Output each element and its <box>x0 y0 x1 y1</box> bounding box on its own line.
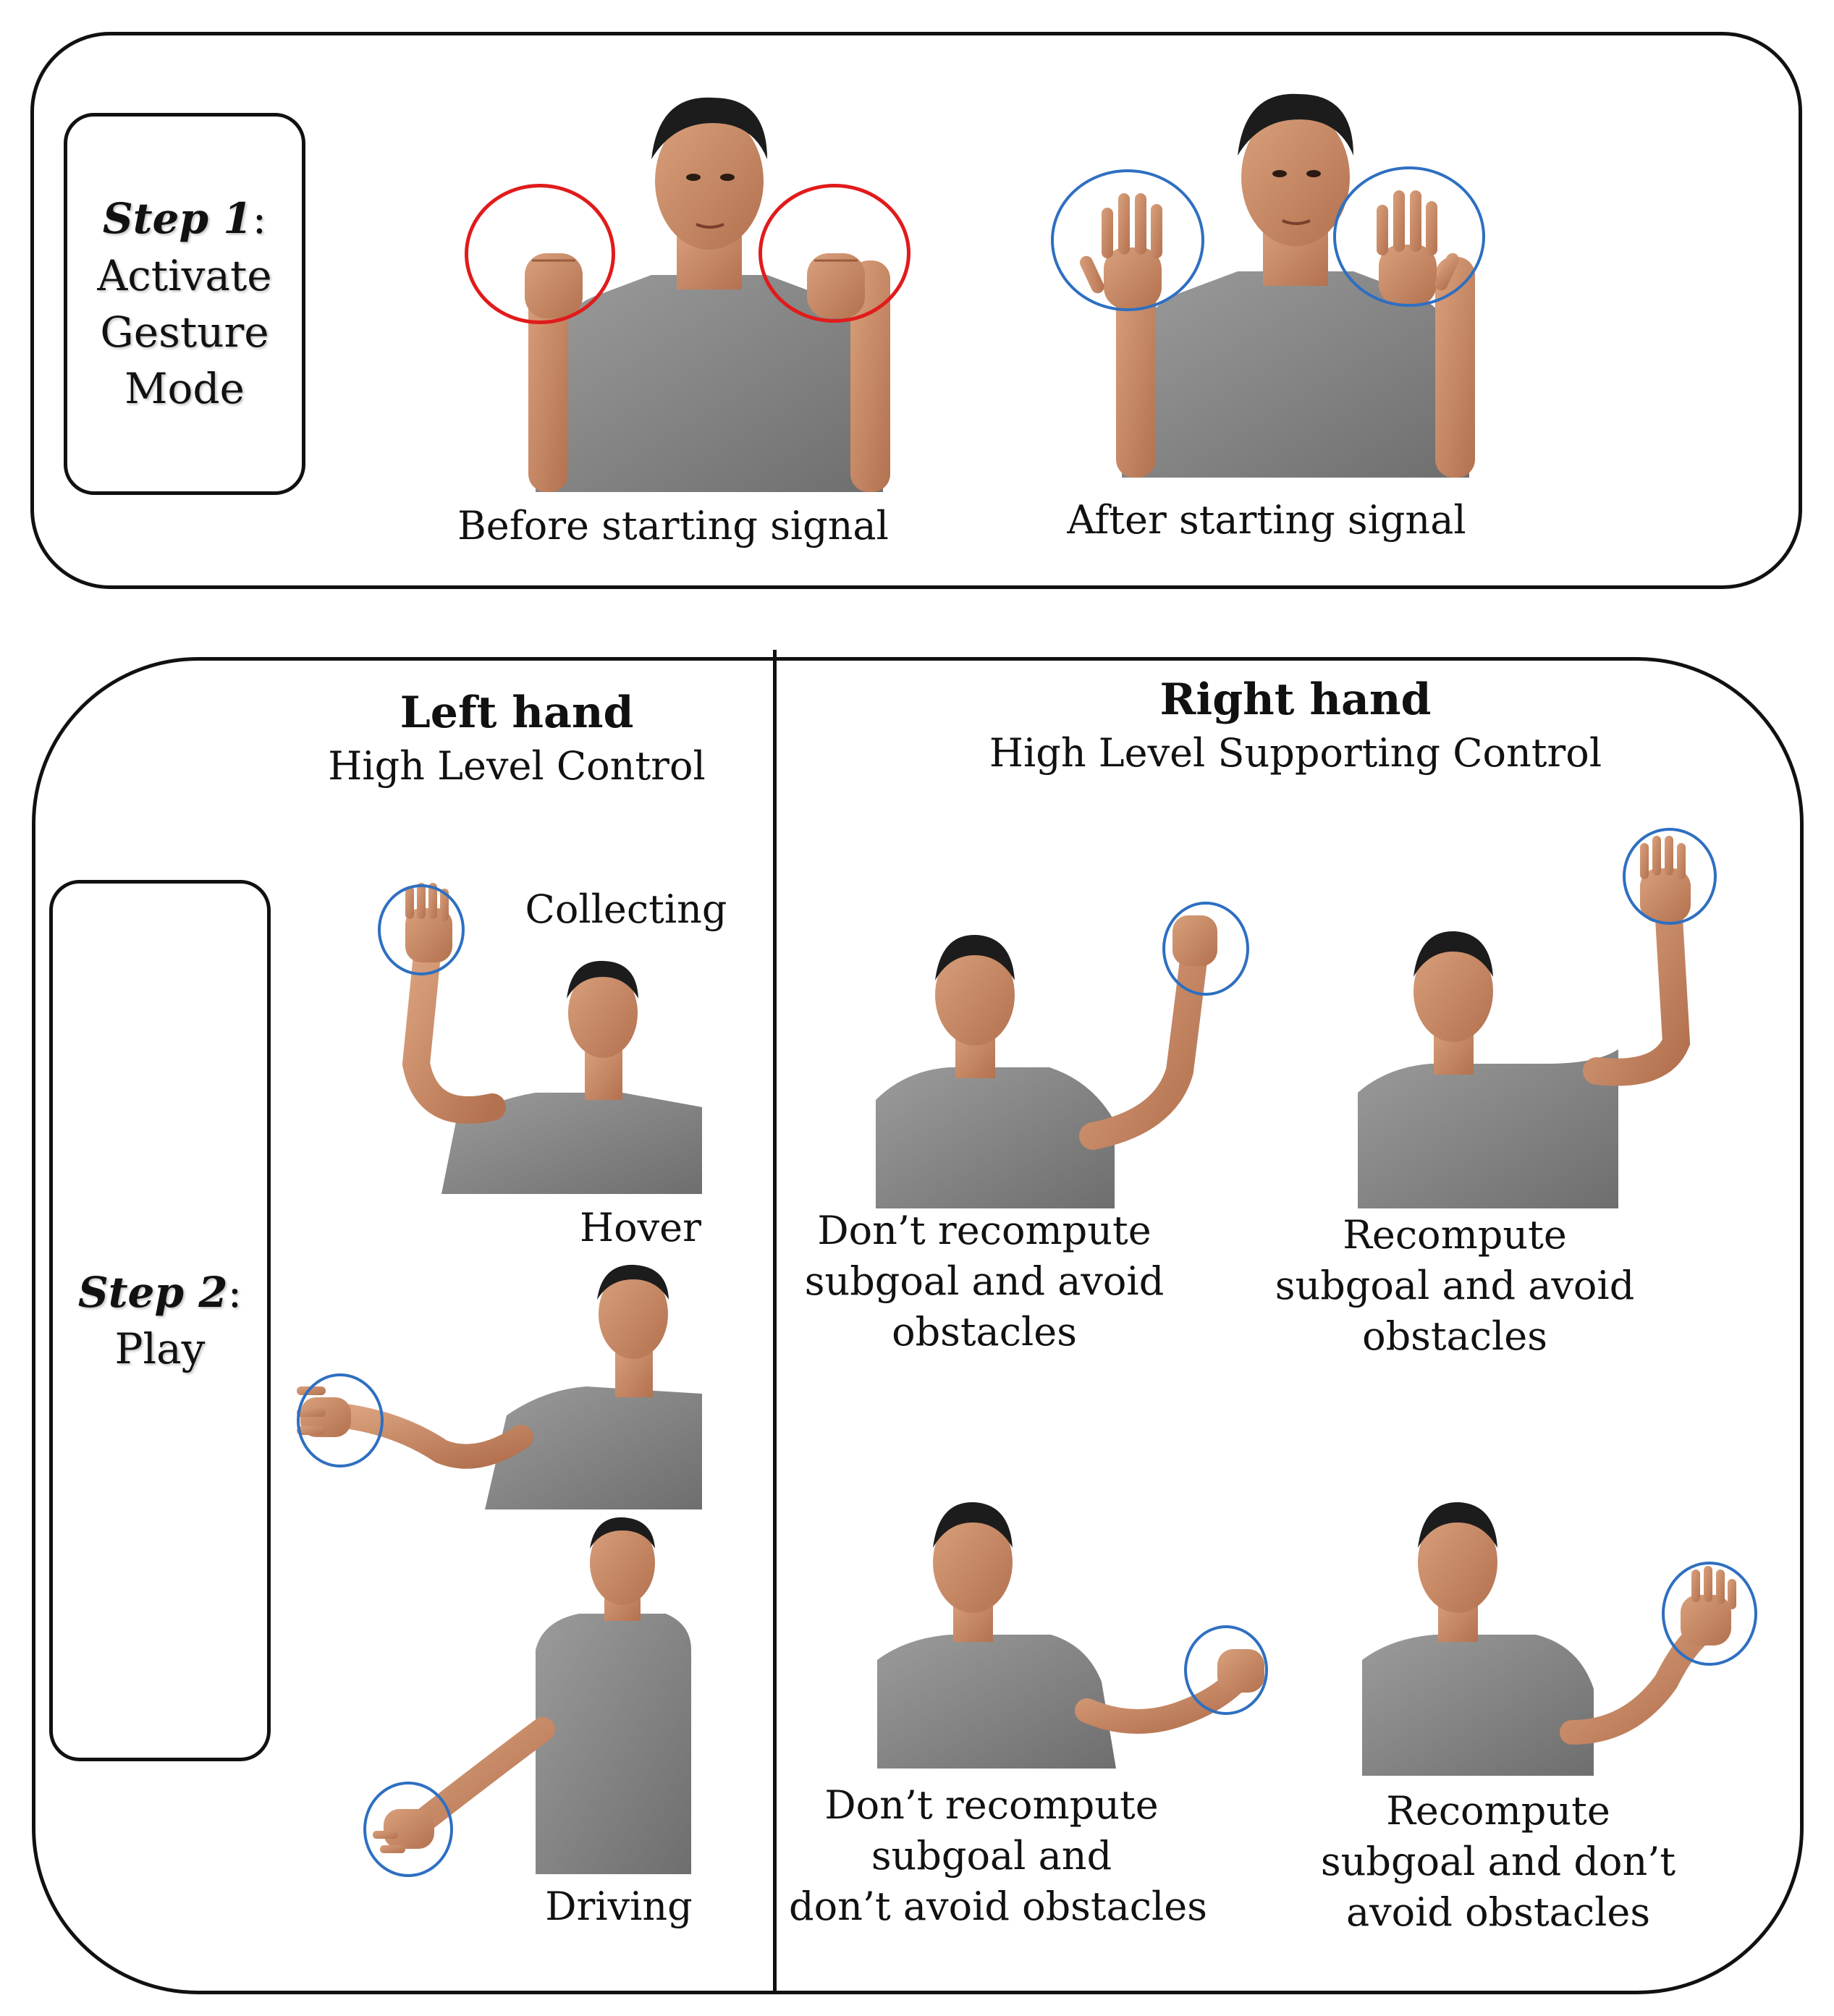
rh1-circle <box>1162 902 1249 996</box>
fist-left-circle <box>465 184 615 324</box>
driving-circle <box>363 1782 453 1877</box>
step1-box: Step 1: Activate Gesture Mode <box>64 113 305 495</box>
step2-line: Play <box>114 1324 206 1373</box>
collecting-circle <box>378 884 465 975</box>
avatar-before-figure <box>528 97 890 492</box>
step2-box: Step 2: Play <box>49 880 271 1761</box>
step1-line1: Activate <box>97 250 272 300</box>
step1-panel <box>30 32 1802 589</box>
before-caption: Before starting signal <box>457 503 889 549</box>
after-caption: After starting signal <box>1067 497 1466 543</box>
palm-right-circle <box>1333 166 1485 307</box>
rh2-figure <box>1358 836 1691 1208</box>
rh4-circle <box>1662 1562 1757 1666</box>
rh1-figure <box>876 915 1217 1208</box>
driving-label: Driving <box>545 1884 693 1929</box>
collecting-label: Collecting <box>525 886 727 932</box>
right-hand-subheader: High Level Supporting Control <box>989 730 1602 776</box>
hover-circle <box>297 1373 384 1467</box>
step2-title: Step 2 <box>77 1267 228 1317</box>
left-hand-header: Left hand <box>400 687 634 738</box>
avatar-after-figure <box>1116 93 1475 478</box>
left-hand-subheader: High Level Control <box>328 743 706 789</box>
step1-line3: Mode <box>124 364 245 414</box>
palm-left-circle <box>1051 169 1204 311</box>
fist-right-circle <box>758 184 910 323</box>
hover-label: Hover <box>580 1205 701 1250</box>
step1-title: Step 1 <box>102 194 253 244</box>
rh3-circle <box>1184 1625 1268 1715</box>
right-hand-header: Right hand <box>1159 674 1432 725</box>
rh2-circle <box>1623 828 1717 925</box>
column-divider <box>773 650 777 1994</box>
step1-line2: Gesture <box>100 308 269 357</box>
